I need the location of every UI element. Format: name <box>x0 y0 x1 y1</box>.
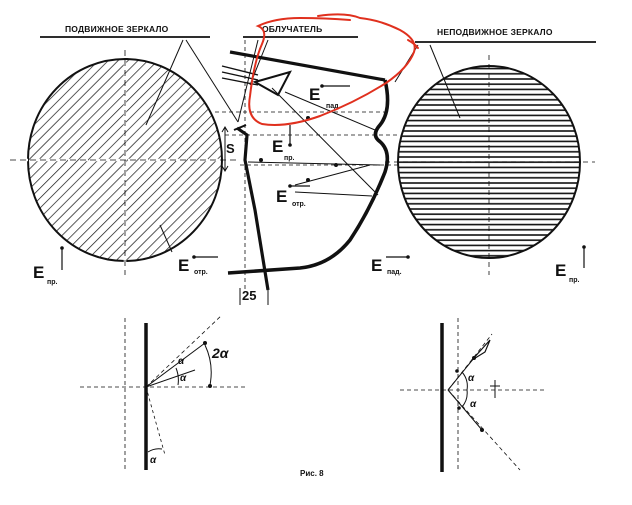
e-pad-top-letter: E <box>309 85 320 104</box>
e-otr-bottom-sub: отр. <box>194 269 208 276</box>
feed-label: ОБЛУЧАТЕЛЬ <box>262 24 322 34</box>
angle-2alpha: 2α <box>211 345 230 361</box>
angle-alpha-lower: α <box>180 373 187 384</box>
angle-alpha-bottom: α <box>150 455 157 466</box>
e-otr-center-sub: отр. <box>292 201 306 208</box>
e-pr-left-sub: пр. <box>47 279 58 286</box>
e-pad-bottom-sub: пад. <box>387 269 402 276</box>
dimension-s-label: S <box>226 141 235 156</box>
angle-diagram-right: α α <box>400 318 545 472</box>
angle-alpha-right-upper: α <box>468 373 475 384</box>
angle-diagram-left: α α 2α α <box>80 314 245 470</box>
angle-alpha-upper: α <box>178 356 185 367</box>
e-otr-center-letter: E <box>276 187 287 206</box>
e-otr-bottom-letter: E <box>178 256 189 275</box>
device-section <box>215 40 400 305</box>
e-pad-bottom-letter: E <box>371 256 382 275</box>
figure-caption: Рис. 8 <box>300 469 324 478</box>
red-annotation-circle <box>248 13 419 126</box>
e-pr-right-letter: E <box>555 261 566 280</box>
field-labels: E пад. E пр. E отр. E пр. E отр. E пад. … <box>33 84 586 303</box>
fixed-mirror-disc <box>385 55 595 275</box>
fixed-mirror-label: НЕПОДВИЖНОЕ ЗЕРКАЛО <box>437 27 553 37</box>
e-pr-center-sub: пр. <box>284 155 295 162</box>
dimension-25-label: 25 <box>242 288 256 303</box>
e-pr-right-sub: пр. <box>569 277 580 284</box>
e-pr-left-letter: E <box>33 263 44 282</box>
e-pad-top-sub: пад. <box>326 103 341 110</box>
movable-mirror-disc <box>10 50 240 275</box>
movable-mirror-label: ПОДВИЖНОЕ ЗЕРКАЛО <box>65 24 169 34</box>
header-row: ПОДВИЖНОЕ ЗЕРКАЛО ОБЛУЧАТЕЛЬ НЕПОДВИЖНОЕ… <box>40 24 596 43</box>
e-pr-center-letter: E <box>272 137 283 156</box>
angle-alpha-right-lower: α <box>470 399 477 410</box>
